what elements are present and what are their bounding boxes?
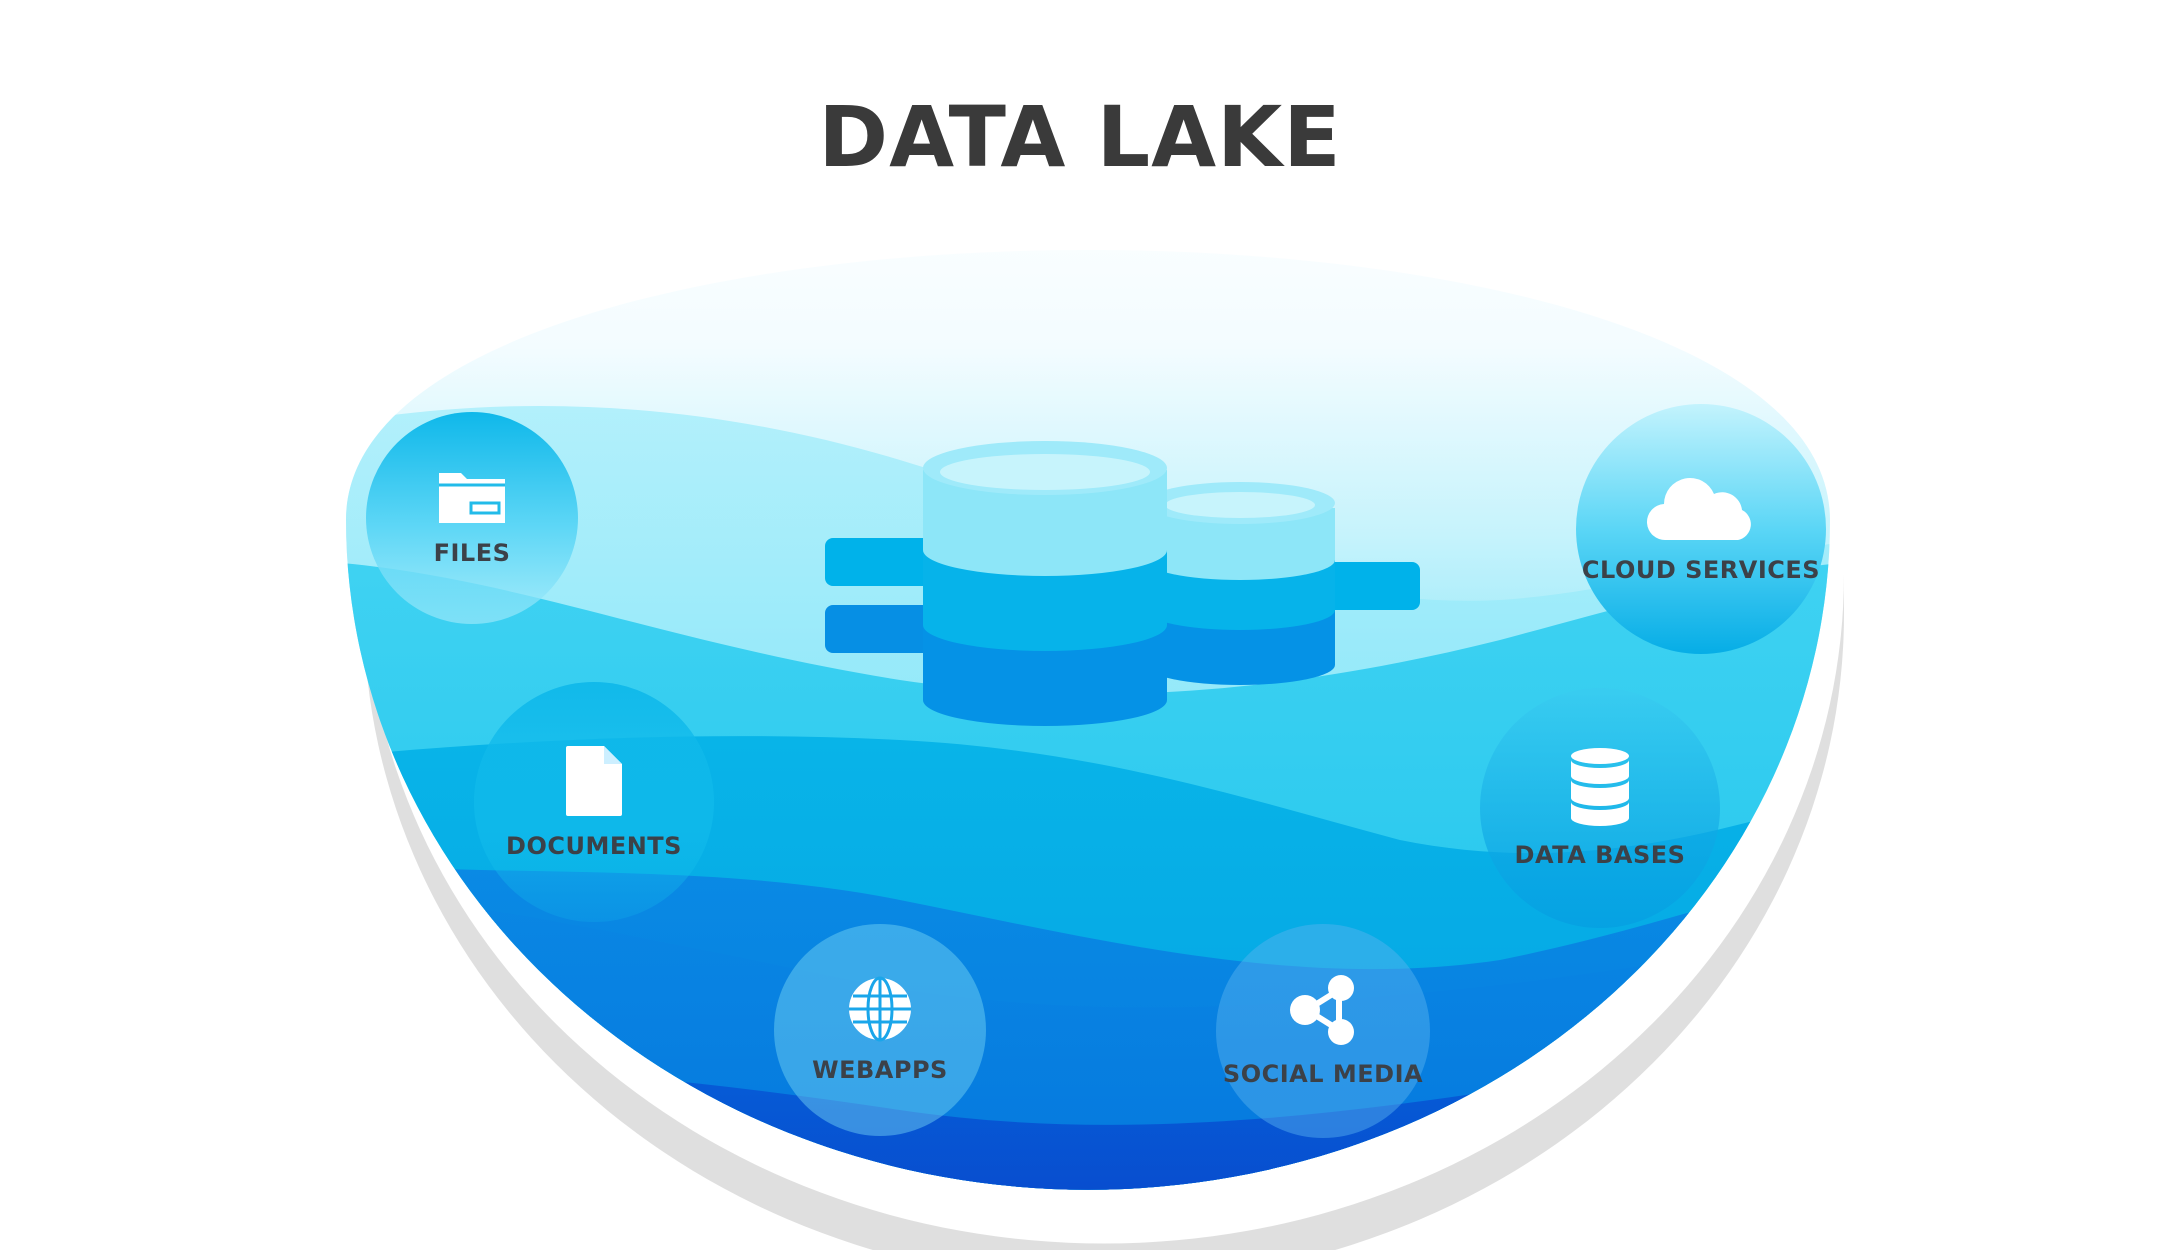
node-files[interactable]: FILES xyxy=(366,412,578,624)
node-social-media[interactable]: SOCIAL MEDIA xyxy=(1216,924,1430,1138)
share-icon xyxy=(1290,975,1354,1045)
node-webapps[interactable]: WEBAPPS xyxy=(774,924,986,1136)
folder-icon xyxy=(439,473,505,523)
cloud-icon xyxy=(1646,478,1751,541)
node-data-bases[interactable]: DATA BASES xyxy=(1480,688,1720,928)
node-label-social-media: SOCIAL MEDIA xyxy=(1222,1060,1424,1088)
node-label-documents: DOCUMENTS xyxy=(506,832,682,860)
database-cylinders-icon xyxy=(825,441,1420,726)
node-label-data-bases: DATA BASES xyxy=(1514,841,1686,869)
document-icon xyxy=(566,746,622,816)
node-documents[interactable]: DOCUMENTS xyxy=(474,682,714,922)
node-label-cloud-services: CLOUD SERVICES xyxy=(1581,556,1821,584)
page-title: DATA LAKE xyxy=(818,88,1342,186)
node-cloud-services[interactable]: CLOUD SERVICES xyxy=(1576,404,1826,654)
database-icon xyxy=(1571,748,1629,826)
globe-icon xyxy=(849,976,911,1042)
node-label-files: FILES xyxy=(433,539,511,567)
node-label-webapps: WEBAPPS xyxy=(812,1056,948,1084)
